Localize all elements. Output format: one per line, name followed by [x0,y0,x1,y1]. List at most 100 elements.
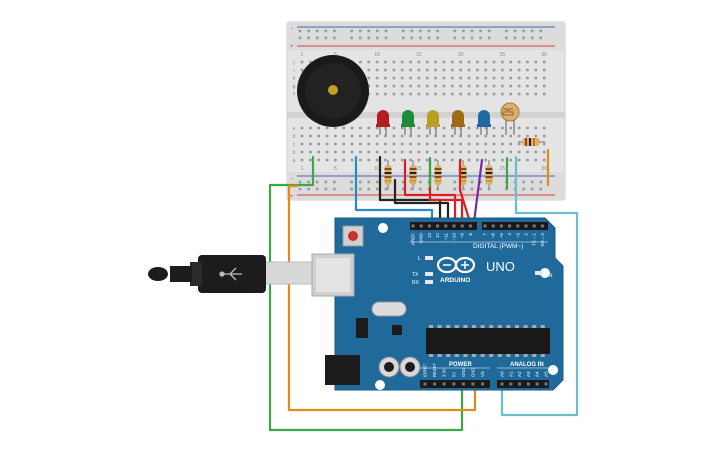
rail-hole [462,29,465,33]
header-pin[interactable] [461,382,465,386]
breadboard-hole [526,84,529,88]
breadboard-hole [367,150,371,154]
breadboard-hole [425,76,429,80]
breadboard-hole [509,60,512,64]
rx-led [425,280,433,284]
breadboard-hole [334,158,337,162]
regulator-chip [356,318,368,338]
header-pin[interactable] [544,382,548,386]
breadboard-hole [417,76,421,80]
rail-hole [505,187,508,191]
breadboard-hole [501,150,504,154]
header-pin[interactable] [516,224,520,228]
rail-hole [410,187,414,191]
rail-plus-top: + [290,44,294,50]
rail-hole [350,29,353,33]
header-pin[interactable] [460,224,464,228]
resistor [459,160,467,190]
header-pin[interactable] [526,382,530,386]
analog-pin-label: A2 [517,371,522,377]
header-pin[interactable] [483,224,487,228]
rail-hole [324,29,328,33]
digital-header-right [482,222,548,230]
rail-hole [376,180,379,184]
breadboard-hole [384,84,387,88]
on-label: ON [545,273,553,279]
header-pin[interactable] [452,382,456,386]
header-pin[interactable] [442,382,446,386]
breadboard-hole [467,60,471,64]
header-pin[interactable] [491,224,495,228]
header-pin[interactable] [499,224,503,228]
breadboard-hole [467,142,471,146]
breadboard-hole [425,134,429,138]
power-pin-label: 5V [451,372,456,377]
breadboard-hole [425,150,429,154]
breadboard-hole [451,76,454,80]
breadboard-hole [476,150,479,154]
header-pin[interactable] [444,224,448,228]
digital-pin-label: AREF [411,233,416,245]
breadboard-hole [300,60,304,64]
header-pin[interactable] [468,224,472,228]
breadboard-hole [325,126,329,130]
column-number: 30 [541,166,547,172]
rail-hole [436,36,439,40]
column-number: 5 [334,52,337,58]
rail-hole [470,180,474,184]
breadboard-hole [400,126,404,130]
header-pin[interactable] [419,224,423,228]
breadboard-hole [534,126,538,130]
header-pin[interactable] [423,382,427,386]
tx-label: TX [412,272,419,278]
breadboard-hole [492,92,496,96]
header-pin[interactable] [524,224,528,228]
breadboard-hole [300,142,304,146]
header-pin[interactable] [535,382,539,386]
rail-hole [487,36,491,40]
rail-hole [333,187,336,191]
breadboard-hole [476,142,479,146]
header-pin[interactable] [436,224,440,228]
header-pin[interactable] [427,224,431,228]
breadboard-hole [517,84,521,88]
breadboard-hole [451,142,454,146]
analog-pin-label: A3 [526,371,531,377]
piezo-buzzer [297,55,369,127]
breadboard-hole [492,134,496,138]
breadboard-hole [417,158,421,162]
breadboard-hole [375,134,379,138]
header-pin[interactable] [509,382,513,386]
header-pin[interactable] [500,382,504,386]
breadboard-hole [417,134,421,138]
breadboard-hole [459,76,462,80]
header-pin[interactable] [481,382,485,386]
breadboard-hole [375,158,379,162]
breadboard-hole [384,134,387,138]
header-pin[interactable] [532,224,536,228]
breadboard-hole [359,134,362,138]
breadboard-hole [517,142,521,146]
breadboard-hole [526,60,529,64]
header-pin[interactable] [540,224,544,228]
mount-hole [548,365,558,375]
crystal [371,301,407,317]
breadboard-hole [542,150,546,154]
header-pin[interactable] [508,224,512,228]
header-pin[interactable] [452,224,456,228]
breadboard-hole [384,158,387,162]
breadboard-hole [501,142,504,146]
header-pin[interactable] [411,224,415,228]
rail-hole [333,29,336,33]
reset-button-cap[interactable] [348,231,358,241]
rail-hole [513,36,517,40]
header-pin[interactable] [471,382,475,386]
header-pin[interactable] [518,382,522,386]
rail-hole [401,180,405,184]
header-pin[interactable] [433,382,437,386]
breadboard-hole [501,84,504,88]
breadboard-hole [425,84,429,88]
breadboard-hole [451,92,454,96]
power-pin-label: IOREF [423,364,428,377]
row-letter: e [293,126,296,132]
